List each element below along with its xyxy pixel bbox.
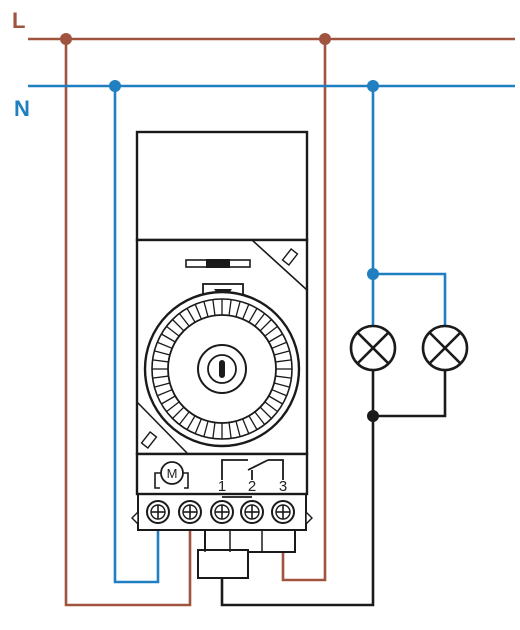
dial-segment [178, 313, 190, 327]
mode-selector-knob [206, 259, 230, 268]
dial-segment [172, 319, 185, 332]
dial-segment [166, 401, 180, 413]
terminal-base [204, 529, 296, 553]
dial-segment [242, 304, 250, 320]
dial-segment [271, 341, 287, 349]
dial-segment [152, 359, 169, 363]
motor-lead [154, 472, 161, 489]
terminal-foot [197, 549, 249, 579]
dial-segment [268, 333, 283, 343]
dial-segment [203, 301, 209, 318]
motor-lead [183, 472, 189, 489]
terminal-side-notch [131, 510, 139, 526]
dial-segment [166, 325, 180, 337]
neutral-rail-label: N [14, 96, 30, 121]
dial-segment [268, 395, 283, 405]
dial-segment [172, 406, 185, 419]
panel-corner-line [136, 401, 189, 455]
dial-segment [212, 422, 216, 439]
motor-label: M [167, 466, 178, 481]
dial-segment [259, 319, 272, 332]
dial-segment [154, 382, 171, 388]
live-rail-label: L [12, 8, 25, 33]
screw-terminal-icon [210, 500, 234, 524]
live-junction-dot [319, 33, 331, 45]
dial-segment [248, 415, 258, 430]
live-to-motor-wire [64, 39, 192, 607]
dial-segment [242, 418, 250, 434]
neutral-junction-dot [367, 268, 379, 280]
live-junction-dot [60, 33, 72, 45]
neutral-to-motor-wire [113, 86, 160, 584]
screw-terminal-icon [178, 500, 202, 524]
timer-switch-device: M 1 2 3 [131, 130, 313, 579]
dial-segment [273, 382, 290, 388]
dial-segment [264, 325, 278, 337]
neutral-lamp-branch-wire [373, 272, 447, 328]
dial-segment [273, 350, 290, 356]
dial-segment [161, 395, 176, 405]
panel-slot [140, 431, 158, 449]
dial-segment [154, 350, 171, 356]
lamp-cross-icon [349, 324, 397, 372]
dial-segment [275, 375, 292, 379]
dial-segment [157, 389, 173, 397]
dial-segment [248, 308, 258, 323]
timer-dial-segments [152, 299, 292, 439]
relay-contact-blade [247, 459, 269, 471]
dial-segment [275, 359, 292, 363]
dial-segment [228, 299, 232, 316]
dial-segment [235, 420, 241, 437]
screw-terminal-icon [271, 500, 295, 524]
panel-corner-line [251, 239, 308, 291]
dial-segment [157, 341, 173, 349]
terminal-2-label: 2 [248, 478, 256, 495]
dial-segment [254, 411, 266, 425]
dial-segment [186, 415, 196, 430]
panel-slot [281, 248, 299, 266]
terminal-3-label: 3 [279, 478, 287, 495]
dial-segment [235, 301, 241, 318]
screw-terminals [146, 500, 295, 524]
device-top-cover [135, 130, 309, 242]
terminal-side-notch [305, 510, 313, 526]
neutral-junction-dot [109, 80, 121, 92]
lamp-return-branch-wire [373, 370, 447, 418]
relay-contact-symbol [221, 459, 248, 480]
dial-segment [203, 420, 209, 437]
dial-segment [271, 389, 287, 397]
lamp-cross-icon [421, 324, 469, 372]
dial-segment [152, 375, 169, 379]
dial-segment [259, 406, 272, 419]
screw-terminal-icon [146, 500, 170, 524]
neutral-junction-dot [367, 80, 379, 92]
dial-segment [194, 304, 202, 320]
dial-segment [194, 418, 202, 434]
terminal-1-label: 1 [218, 478, 226, 495]
dial-segment [186, 308, 196, 323]
dial-segment [254, 313, 266, 327]
screw-terminal-icon [240, 500, 264, 524]
timer-dial-knob-slot [219, 360, 225, 378]
dial-segment [212, 299, 216, 316]
dial-segment [178, 411, 190, 425]
dial-segment [264, 401, 278, 413]
dial-segment [228, 422, 232, 439]
dial-segment [161, 333, 176, 343]
switched-junction-dot [367, 410, 379, 422]
relay-contact-symbol [268, 459, 284, 480]
